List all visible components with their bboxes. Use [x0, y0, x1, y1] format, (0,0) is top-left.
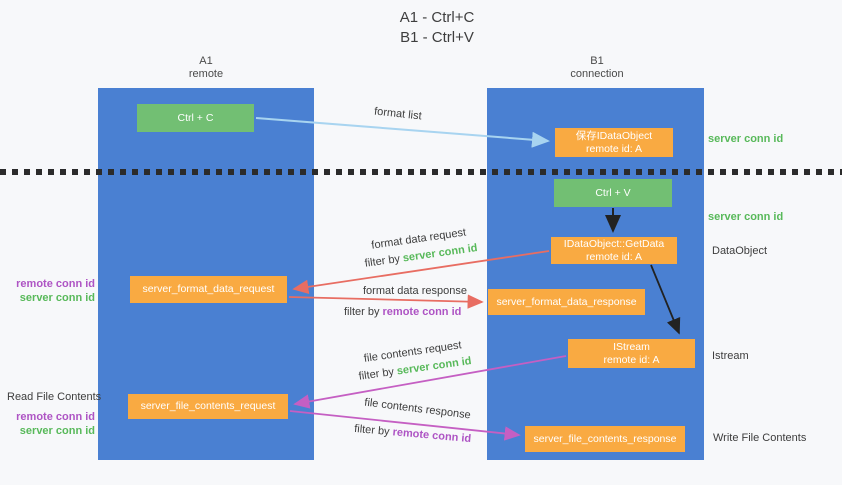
title-line-2: B1 - Ctrl+V	[400, 29, 474, 46]
node-istream: IStream remote id: A	[568, 339, 695, 368]
label-filter-by-remote-conn-id-2: filter by remote conn id	[354, 423, 472, 445]
node-idataobject-getdata: IDataObject::GetData remote id: A	[551, 237, 677, 264]
file-request-label: server_file_contents_request	[140, 400, 276, 412]
filter-by-text-4: filter by	[353, 422, 394, 439]
ctrl-v-label: Ctrl + V	[595, 186, 631, 199]
node-ctrl-v: Ctrl + V	[554, 179, 672, 207]
label-server-conn-id-top: server conn id	[708, 133, 784, 145]
label-format-list: format list	[373, 105, 423, 123]
label-dataobject: DataObject	[712, 245, 768, 257]
filter-by-text-2: filter by	[344, 306, 383, 318]
label-filter-by-remote-conn-id-1: filter by remote conn id	[344, 306, 461, 318]
remote-conn-id-text-1: remote conn id	[382, 306, 462, 318]
ctrl-c-label: Ctrl + C	[177, 111, 214, 124]
arrow-format-data-response	[288, 294, 484, 309]
node-server-format-data-request: server_format_data_request	[130, 276, 287, 303]
filter-by-text-1: filter by	[363, 252, 404, 270]
remote-conn-id-text-2: remote conn id	[392, 426, 472, 446]
group2-server-conn-id: server conn id	[19, 425, 95, 437]
label-file-contents-request-group: file contents request filter by server c…	[350, 336, 478, 387]
column-a1-name: A1	[199, 55, 213, 67]
label-write-file-contents: Write File Contents	[713, 432, 807, 444]
node-save-idataobject: 保存IDataObject remote id: A	[555, 128, 673, 157]
phase-divider-dotted-line	[0, 169, 842, 175]
istream-line1: IStream	[613, 340, 650, 353]
column-a1-role: remote	[188, 68, 224, 80]
title-line-1: A1 - Ctrl+C	[399, 9, 475, 26]
column-header-b1: B1 connection	[532, 55, 662, 81]
file-response-label: server_file_contents_response	[533, 432, 677, 445]
label-read-file-contents: Read File Contents	[7, 391, 102, 403]
label-istream: Istream	[712, 350, 749, 362]
column-b1-role: connection	[570, 68, 624, 80]
column-header-a1: A1 remote	[141, 55, 271, 81]
group1-server-conn-id: server conn id	[19, 292, 95, 304]
getdata-line2: remote id: A	[585, 250, 643, 263]
node-server-file-contents-response: server_file_contents_response	[525, 426, 685, 452]
group1-remote-conn-id: remote conn id	[16, 278, 95, 290]
label-format-data-request-group: format data request filter by server con…	[354, 222, 485, 273]
label-group-format-ids: remote conn id server conn id	[0, 277, 95, 305]
diagram-title: A1 - Ctrl+C B1 - Ctrl+V	[352, 8, 522, 48]
node-server-file-contents-request: server_file_contents_request	[128, 394, 288, 419]
istream-line2: remote id: A	[603, 353, 660, 366]
format-response-label: server_format_data_response	[496, 295, 637, 308]
group2-remote-conn-id: remote conn id	[16, 411, 95, 423]
label-server-conn-id-mid: server conn id	[708, 211, 784, 223]
format-request-label: server_format_data_request	[142, 283, 275, 295]
save-idataobject-line2: remote id: A	[585, 142, 643, 155]
filter-by-text-3: filter by	[357, 365, 398, 383]
label-file-contents-response: file contents response	[363, 396, 472, 422]
label-format-data-response: format data response	[363, 285, 467, 297]
getdata-line1: IDataObject::GetData	[563, 237, 665, 250]
column-b1-name: B1	[590, 55, 604, 67]
node-ctrl-c: Ctrl + C	[137, 104, 254, 132]
node-server-format-data-response: server_format_data_response	[488, 289, 645, 315]
label-group-file-ids: remote conn id server conn id	[0, 410, 95, 438]
save-idataobject-line1: 保存IDataObject	[575, 129, 653, 142]
